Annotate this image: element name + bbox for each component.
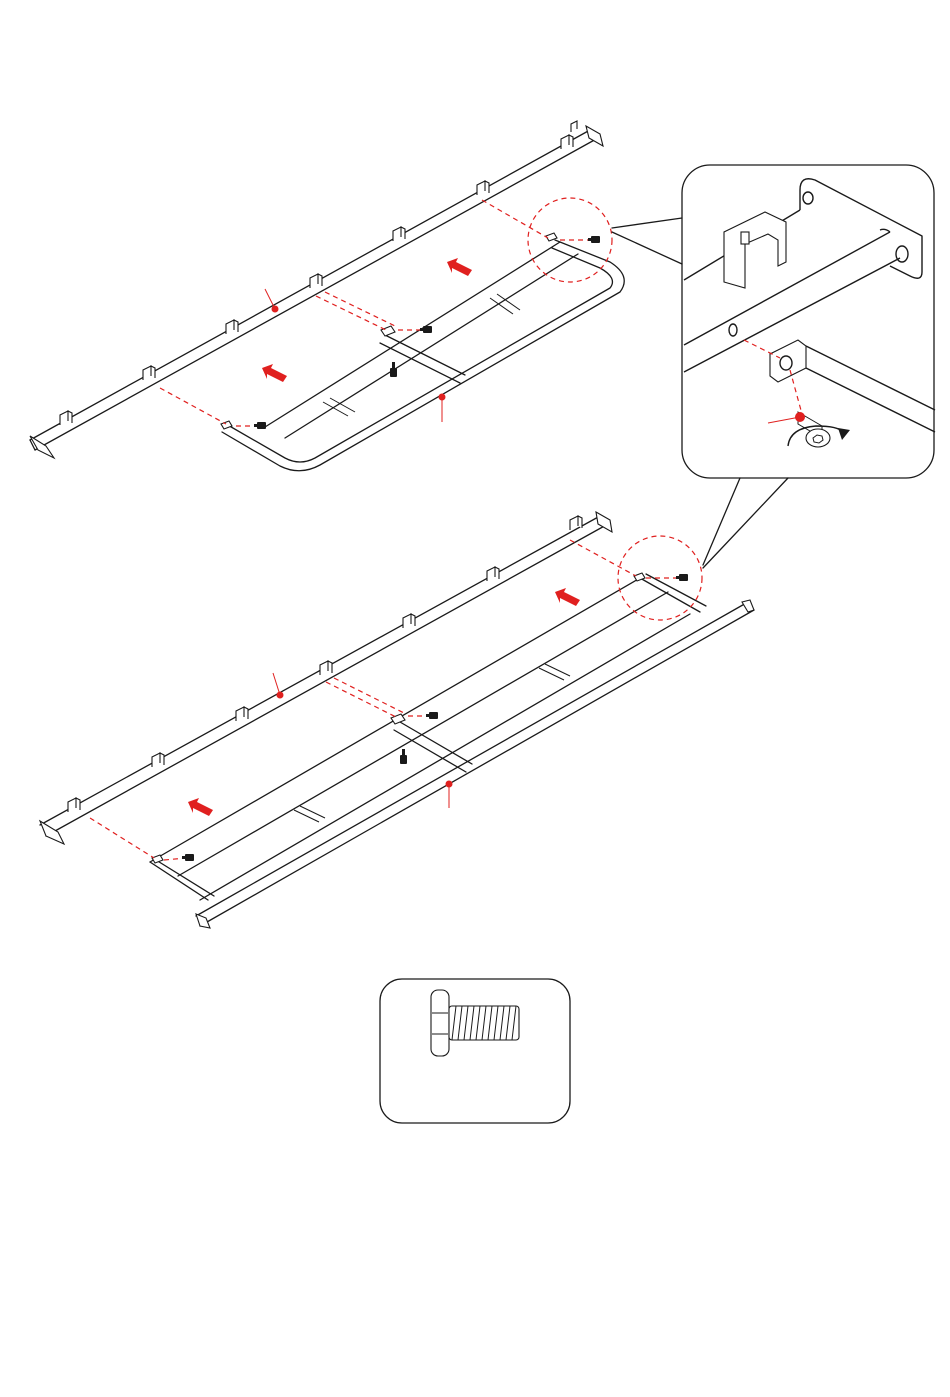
top-assembly xyxy=(30,121,624,471)
bolt-icon xyxy=(676,574,688,581)
bolt-icon xyxy=(431,990,519,1056)
part-marker xyxy=(273,673,284,699)
hardware-box xyxy=(380,979,570,1123)
detail-rail xyxy=(684,179,922,372)
part-marker xyxy=(446,781,453,809)
bottom-assembly xyxy=(40,512,754,928)
bolt-icon xyxy=(182,854,194,861)
bolts-top xyxy=(254,236,600,429)
slat-frame-bottom xyxy=(150,573,754,928)
side-rail-top xyxy=(30,121,603,458)
bolt-icon xyxy=(400,749,407,764)
bolt-icon xyxy=(254,422,266,429)
arrow-icon xyxy=(447,258,472,276)
arrow-icon xyxy=(262,364,287,382)
bolt-icon xyxy=(426,712,438,719)
hook-brackets xyxy=(60,121,577,425)
bolt-icon xyxy=(390,362,397,377)
part-marker xyxy=(768,412,805,423)
side-rail-bottom xyxy=(40,512,612,844)
slat-frame-top xyxy=(221,233,624,471)
bolts-bottom xyxy=(182,574,688,861)
arrow-icon xyxy=(188,798,213,816)
bolt-icon xyxy=(420,326,432,333)
arrow-icon xyxy=(555,588,580,606)
bolt-icon xyxy=(588,236,600,243)
detail-callout xyxy=(612,165,935,568)
part-marker xyxy=(439,394,446,423)
detail-hook-bracket xyxy=(724,212,786,288)
